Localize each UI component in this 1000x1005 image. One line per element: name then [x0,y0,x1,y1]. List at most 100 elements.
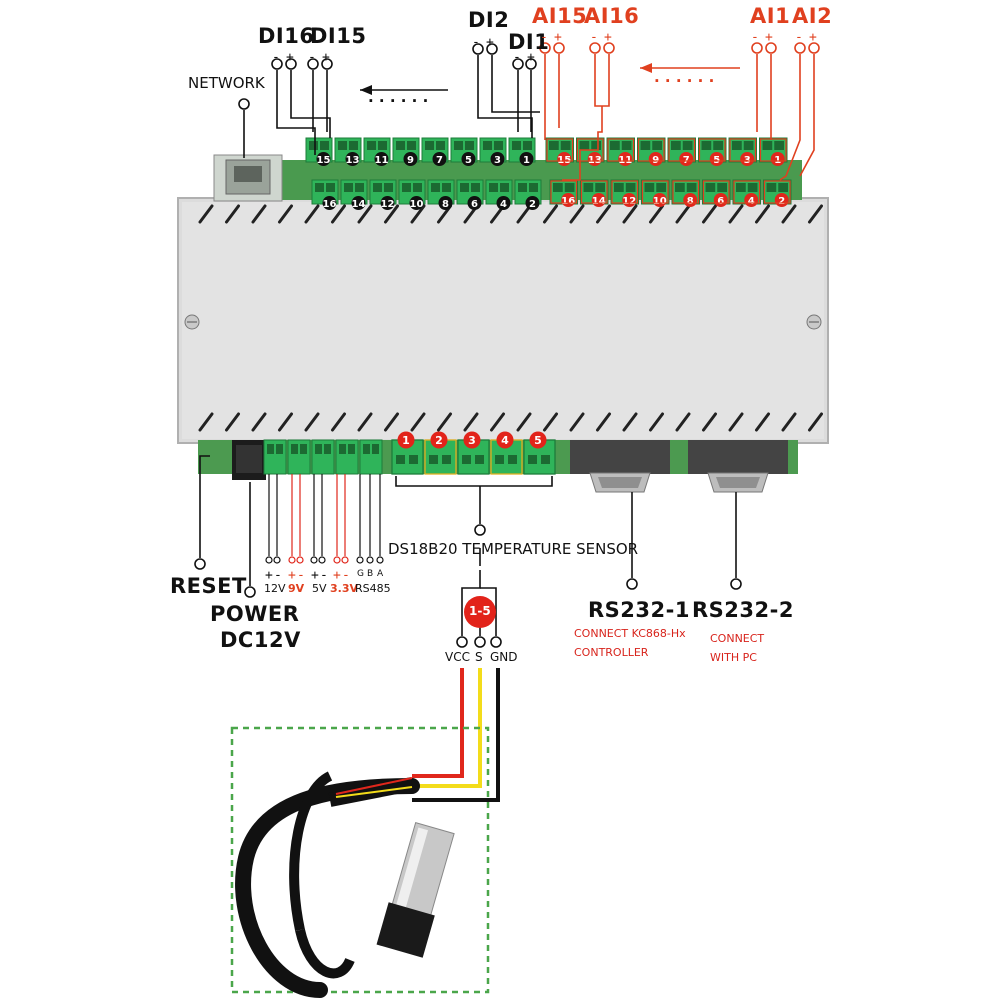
gnd-label: GND [490,650,518,664]
vent-slot [410,412,426,432]
vent-slot [357,204,373,224]
vent-slot [596,204,611,224]
sensor-port-number: 1 [402,434,410,447]
polarity-sign: - [342,568,350,583]
terminal-slot [591,141,601,150]
polarity-sign: - [320,568,328,583]
power-label: POWER [210,602,300,626]
terminal-slot [774,141,784,150]
vent-slot [490,412,505,432]
terminal-slot [326,183,335,192]
ds18b20-probe [235,771,455,998]
label-rs485: RS485 [355,582,391,595]
vent-slots-top [198,204,823,224]
ai-terminal-outline [580,180,608,204]
ai-terminal-outline [641,180,669,204]
pin-number-badge [467,196,482,210]
terminal-slot [349,141,358,150]
terminal-slot [736,183,746,192]
di2-label: DI2 [468,8,510,32]
pin-number: 13 [346,155,360,166]
power-pin-terminal [318,556,326,564]
power-pin-terminal [265,556,273,564]
terminal-slot [384,183,393,192]
vent-slot [331,412,346,432]
sensor-port-number: 3 [468,434,476,447]
terminal-slot [407,141,416,150]
vent-slot [781,204,797,224]
terminal-slot [462,455,471,464]
pin-number: 2 [529,199,536,210]
sensor-port-badge [496,431,514,449]
label-9v: 9V [288,582,305,595]
terminal-slot [460,183,469,192]
pin-number-badge [403,152,418,166]
terminal-slot [442,455,451,464]
pin-number-badge [740,152,755,166]
terminal-slot [671,141,681,150]
terminal-slot [766,183,777,192]
pin-number: 14 [352,199,366,210]
terminal-slot [644,183,655,192]
pin-number: 8 [442,199,449,210]
polarity-sign: + [265,568,273,583]
power-pin-terminal [310,556,318,564]
pin-number: 6 [471,199,478,210]
ai-leaders [539,42,820,181]
terminal-slot [367,141,376,150]
terminal-slot [409,455,418,464]
polarity-sign: + [322,50,330,65]
terminal-slot [743,141,754,150]
terminal-slot [429,455,438,464]
terminal-slot [309,141,318,150]
vent-slot [702,412,717,432]
terminal-slot [442,183,451,192]
polarity-sign: + [486,35,494,50]
terminal-slot [338,141,347,150]
sensor-port-badge [430,431,448,449]
terminal-slot [489,183,498,192]
terminal-slot [621,141,632,150]
vent-slot [808,412,823,432]
terminal-slot [402,183,411,192]
power-pin-terminal [296,556,304,564]
network-leader [238,98,250,158]
sensor-port-badge [529,431,547,449]
terminal-slot [300,444,307,454]
terminal-slot [614,183,624,192]
terminal-slot [595,183,605,192]
power-pin-terminal [366,556,374,564]
terminal-slot [267,444,274,454]
polarity-sign: - [272,50,280,65]
vent-slot [702,204,717,224]
pin-number: 6 [717,196,724,207]
vent-slot [649,412,664,432]
di16-di15-leaders [271,58,333,155]
vent-slot [622,412,638,432]
db9-connector-2 [688,440,788,493]
pin-number-badge [618,152,633,166]
pin-number: 14 [592,196,606,207]
terminal-slot [475,455,484,464]
terminal-slot [454,141,463,150]
terminal-slot [583,183,594,192]
pin-number-badge [438,196,453,210]
polarity-sign: + [604,30,612,45]
terminal-slot [549,141,559,150]
terminal-slot [372,444,379,454]
vent-slot [543,204,558,224]
terminal-slot [560,141,571,150]
vent-slot [516,412,532,432]
terminal-slot [324,444,331,454]
sensor-pin-badge-text: 1-5 [469,604,491,618]
sensor-port-number: 2 [435,434,443,447]
vent-slot [251,204,267,224]
terminal-slot [713,141,723,150]
power-pin-leads [265,474,384,564]
vent-slot [755,412,770,432]
sensor-port-number: 4 [501,434,509,447]
sensor-cable-wires [412,668,500,802]
